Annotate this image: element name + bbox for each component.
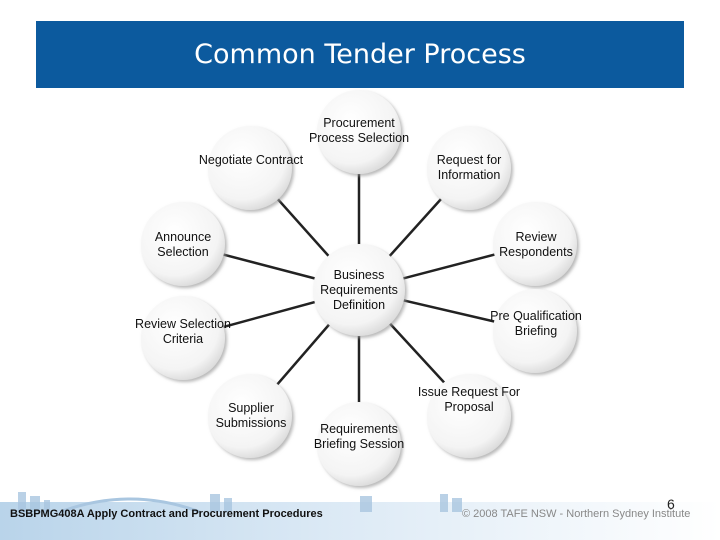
node-circle-issue-request-for-proposal <box>427 374 511 458</box>
node-circle-review-respondents <box>493 202 577 286</box>
node-circle-pre-qualification-briefing <box>493 289 577 373</box>
node-circle-supplier-submissions <box>208 374 292 458</box>
footer-course-title: BSBPMG408A Apply Contract and Procuremen… <box>10 508 323 520</box>
node-circle-negotiate-contract <box>208 126 292 210</box>
node-label-request-for-information: Request for Information <box>436 153 502 182</box>
footer-skyline-banner <box>0 492 720 540</box>
node-label-issue-request-for-proposal: Issue Request For Proposal <box>417 385 521 414</box>
node-circles <box>141 90 577 486</box>
slide-title-bar: Common Tender Process <box>36 21 684 88</box>
node-label-review-selection-criteria: Review Selection Criteria <box>135 317 231 346</box>
node-circle-requirements-briefing-session <box>317 402 401 486</box>
node-label-pre-qualification-briefing: Pre Qualification Briefing <box>490 309 582 338</box>
node-label-announce-selection: Announce Selection <box>154 230 212 259</box>
node-circle-review-selection-criteria <box>141 296 225 380</box>
node-circle-announce-selection <box>141 202 225 286</box>
node-label-procurement-process-selection: Procurement Process Selection <box>308 116 410 145</box>
node-circle-request-for-information <box>427 126 511 210</box>
node-label-review-respondents: Review Respondents <box>499 230 573 259</box>
node-label-requirements-briefing-session: Requirements Briefing Session <box>313 422 405 451</box>
page-number: 6 <box>667 496 675 512</box>
copyright-notice: © 2008 TAFE NSW - Northern Sydney Instit… <box>462 508 691 520</box>
node-circle-procurement-process-selection <box>317 90 401 174</box>
center-node-label: Business Requirements Definition <box>320 268 398 312</box>
node-label-supplier-submissions: Supplier Submissions <box>215 401 287 430</box>
node-label-negotiate-contract: Negotiate Contract <box>198 153 304 167</box>
node-circle-center <box>313 244 405 336</box>
slide-title: Common Tender Process <box>194 39 526 70</box>
